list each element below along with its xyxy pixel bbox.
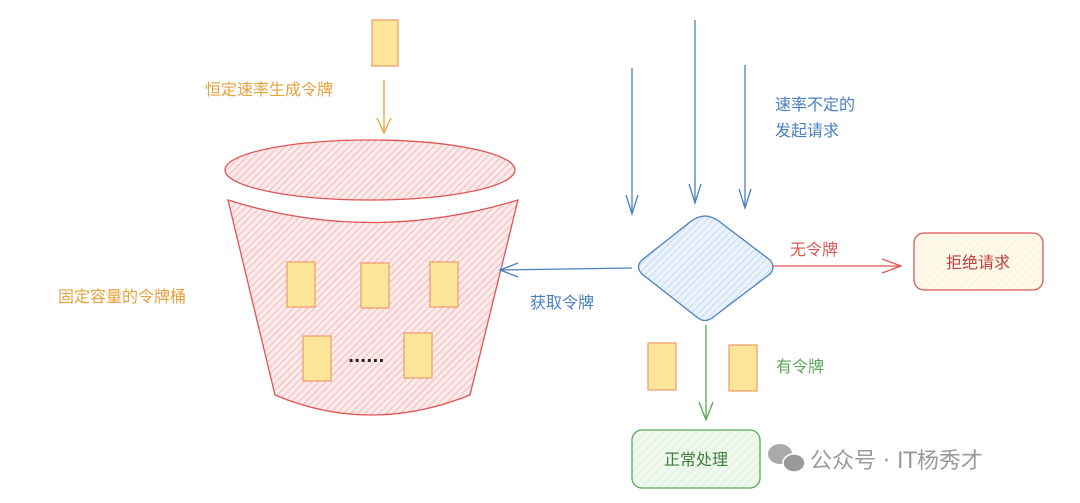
request-arrows (625, 20, 752, 217)
variable-requests-label-2: 发起请求 (775, 121, 839, 140)
token (647, 342, 677, 391)
normal-label: 正常处理 (664, 450, 728, 469)
arrow-down-to-bucket (376, 80, 392, 135)
token (403, 332, 433, 379)
no-token-label: 无令牌 (790, 240, 838, 259)
reject-label: 拒绝请求 (946, 253, 1010, 272)
has-token-label: 有令牌 (776, 357, 824, 376)
normal-box (631, 429, 761, 489)
token (360, 262, 390, 309)
reject-box (913, 232, 1044, 291)
decision-diamond (637, 215, 774, 322)
has-token-arrow (698, 325, 714, 422)
wechat-icon (768, 444, 806, 473)
acquire-token-label: 获取令牌 (530, 293, 594, 312)
token-incoming (371, 19, 399, 67)
token (302, 335, 332, 382)
no-token-arrow (773, 258, 903, 274)
variable-requests-label-1: 速率不定的 (775, 95, 855, 114)
acquire-arrow (498, 262, 633, 278)
token (728, 344, 758, 392)
watermark: 公众号 · IT杨秀才 (810, 449, 983, 474)
ellipsis: ...... (348, 347, 384, 366)
bucket-label: 固定容量的令牌桶 (58, 287, 186, 306)
bucket-tokens (286, 261, 459, 382)
constant-rate-label: 恒定速率生成令牌 (205, 80, 333, 99)
token (286, 261, 316, 308)
token (429, 261, 459, 308)
